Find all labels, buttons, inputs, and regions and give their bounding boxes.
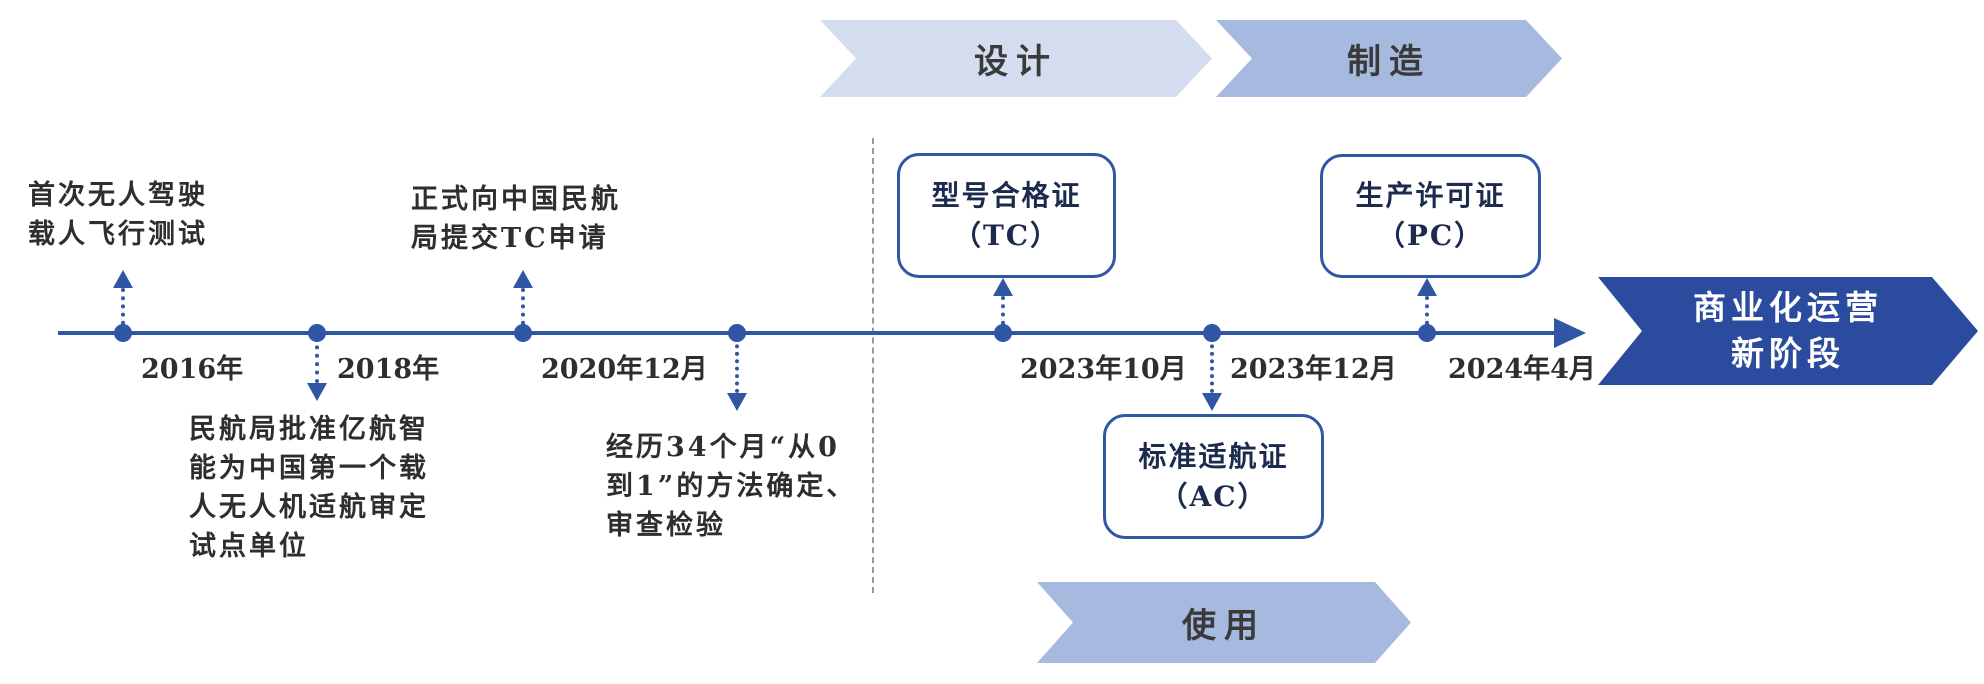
annotation-line: 能为中国第一个载 <box>189 453 429 484</box>
date-label-2016: 2016年 <box>141 354 244 385</box>
annotation-34-months: 经历34个月“从0 到1”的方法确定、 审查检验 <box>606 428 856 545</box>
annotation-line: 正式向中国民航 <box>411 184 621 215</box>
arrow-down-icon-ac <box>1202 393 1222 411</box>
stage-banner-use-label: 使用 <box>1182 606 1266 646</box>
arrow-up-icon-pc <box>1417 278 1437 296</box>
certificate-name: 型号合格证 <box>931 178 1082 212</box>
phase-divider-dashed-line <box>872 138 874 593</box>
dotted-connector-2018 <box>315 337 319 383</box>
certificate-name: 生产许可证 <box>1355 179 1506 212</box>
timeline-dot-2018 <box>308 324 326 342</box>
annotation-line: 到1”的方法确定、 <box>606 471 857 502</box>
annotation-line: 民航局批准亿航智 <box>189 414 429 445</box>
stage-banner-design-label: 设计 <box>974 42 1058 82</box>
certificate-code: （TC） <box>952 218 1061 252</box>
annotation-2020-12: 正式向中国民航 局提交TC申请 <box>411 180 621 258</box>
arrow-up-icon-tc <box>993 278 1013 296</box>
timeline-dot-2023-10 <box>994 324 1012 342</box>
timeline-axis <box>58 331 1558 335</box>
arrow-down-icon-34-months <box>727 393 747 411</box>
dotted-connector-ac <box>1210 337 1214 393</box>
timeline-dot-2016 <box>114 324 132 342</box>
dotted-connector-34-months <box>735 337 739 393</box>
dotted-connector-pc <box>1425 296 1429 333</box>
stage-banner-manufacture-label: 制造 <box>1347 42 1431 82</box>
dotted-connector-2020-12 <box>521 288 525 333</box>
final-stage-chevron: 商业化运营 新阶段 <box>1598 277 1978 385</box>
certificate-box-tc: 型号合格证 （TC） <box>897 153 1116 278</box>
certificate-box-ac: 标准适航证 （AC） <box>1103 414 1324 539</box>
annotation-2018: 民航局批准亿航智 能为中国第一个载 人无人机适航审定 试点单位 <box>189 410 429 566</box>
date-label-2020-12: 2020年12月 <box>541 354 708 385</box>
certificate-code: （AC） <box>1159 479 1268 513</box>
timeline-dot-34-months <box>728 324 746 342</box>
final-stage-line: 新阶段 <box>1731 334 1845 373</box>
dotted-connector-2016 <box>121 288 125 333</box>
stage-banner-use: 使用 <box>1037 582 1411 663</box>
arrow-up-icon-2016 <box>113 270 133 288</box>
stage-banner-manufacture: 制造 <box>1216 20 1562 97</box>
annotation-line: 载人飞行测试 <box>28 219 208 250</box>
annotation-line: 人无人机适航审定 <box>189 492 429 523</box>
date-label-2018: 2018年 <box>337 354 440 385</box>
timeline-dot-2023-12 <box>1203 324 1221 342</box>
annotation-line: 经历34个月“从0 <box>606 432 840 463</box>
arrow-down-icon-2018 <box>307 383 327 401</box>
dotted-connector-tc <box>1001 296 1005 333</box>
timeline-dot-2024-04 <box>1418 324 1436 342</box>
annotation-line: 试点单位 <box>189 531 309 562</box>
certificate-box-pc: 生产许可证 （PC） <box>1320 154 1541 278</box>
stage-banner-design: 设计 <box>820 20 1212 97</box>
certificate-code: （PC） <box>1376 219 1485 252</box>
final-stage-line: 商业化运营 <box>1693 288 1883 327</box>
date-label-2023-12: 2023年12月 <box>1230 354 1397 385</box>
timeline-dot-2020-12 <box>514 324 532 342</box>
arrow-up-icon-2020-12 <box>513 270 533 288</box>
annotation-line: 首次无人驾驶 <box>28 180 208 211</box>
annotation-line: 审查检验 <box>606 510 726 541</box>
date-label-2024-04: 2024年4月 <box>1448 354 1596 385</box>
certificate-name: 标准适航证 <box>1138 439 1289 473</box>
timeline-arrowhead-icon <box>1554 318 1586 348</box>
annotation-line: 局提交TC申请 <box>411 223 609 254</box>
date-label-2023-10: 2023年10月 <box>1020 354 1187 385</box>
annotation-2016: 首次无人驾驶 载人飞行测试 <box>28 176 208 254</box>
